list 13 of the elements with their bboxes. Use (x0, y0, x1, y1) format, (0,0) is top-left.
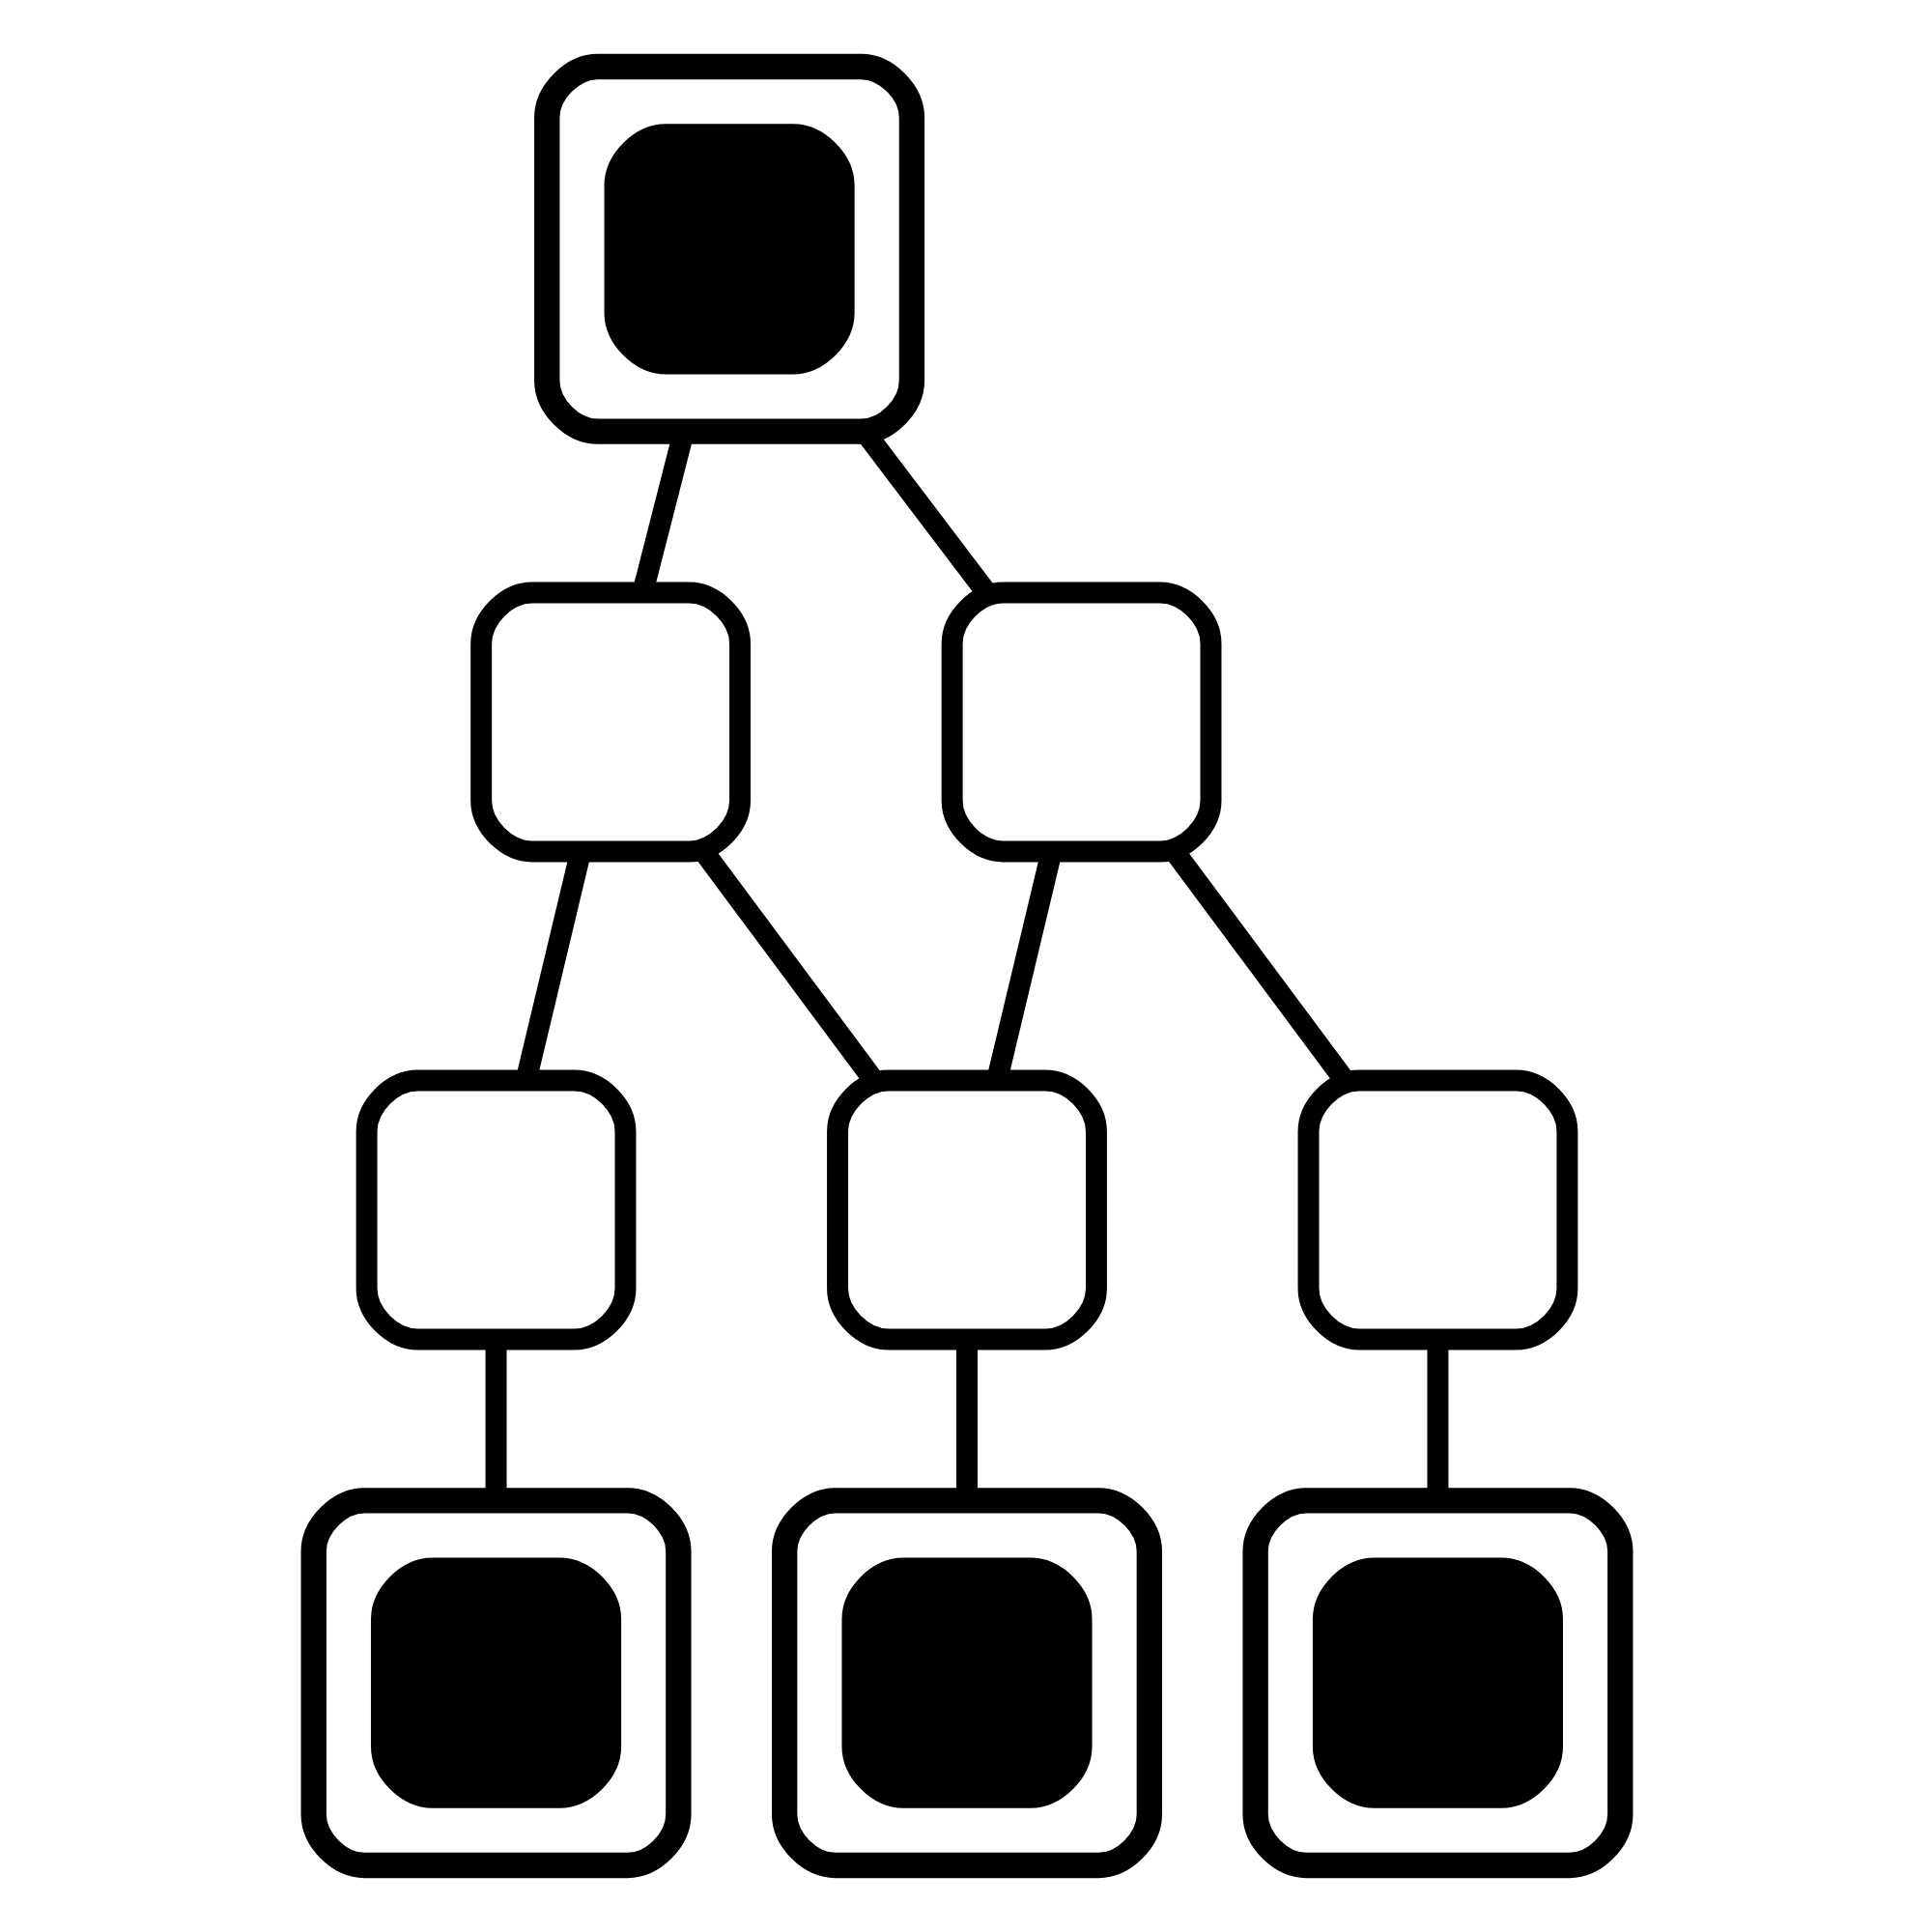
cluster (299, 1488, 691, 1879)
node-box (469, 582, 751, 863)
cluster (533, 53, 924, 444)
node-box (1311, 1557, 1562, 1808)
node-box (355, 1069, 636, 1350)
cluster (771, 1488, 1161, 1879)
node-box (603, 124, 854, 375)
node-box (940, 582, 1221, 863)
cluster (1241, 1488, 1633, 1879)
node-box (369, 1557, 621, 1808)
node-box (840, 1557, 1092, 1808)
node-box (826, 1069, 1106, 1350)
node-box (1296, 1069, 1577, 1350)
